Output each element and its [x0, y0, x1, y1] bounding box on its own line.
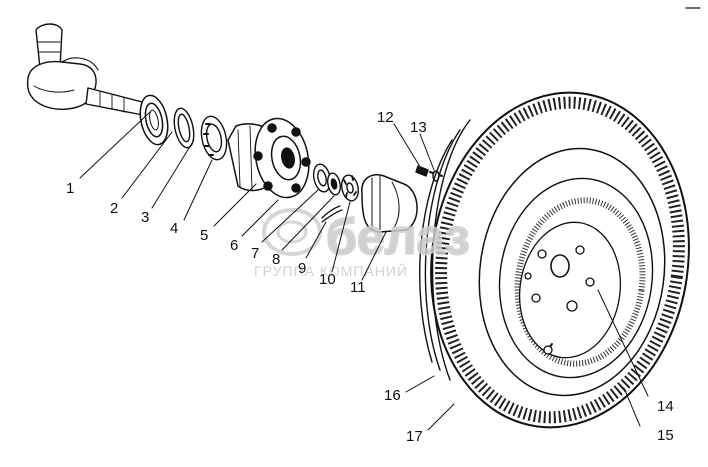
seal-ring [139, 94, 169, 146]
valve-cap [543, 345, 553, 355]
callout-12: 12 [377, 109, 394, 126]
rim-well [514, 197, 646, 367]
callout-15: 15 [657, 427, 674, 444]
callout-13: 13 [410, 119, 427, 136]
callout-16: 16 [384, 387, 401, 404]
wheel-stud-holes [524, 245, 595, 312]
hub-studs [253, 123, 311, 193]
callout-6: 6 [230, 237, 238, 254]
steering-knuckle-spindle [26, 23, 151, 117]
watermark-brand: белаз [326, 209, 470, 265]
cotter-pin [321, 205, 343, 223]
callout-9: 9 [298, 260, 306, 277]
callout-10: 10 [319, 271, 336, 288]
spacer-ring [173, 107, 195, 149]
callout-17: 17 [406, 428, 423, 445]
callout-4: 4 [170, 220, 178, 237]
callout-5: 5 [200, 227, 208, 244]
callouts: 1 2 3 4 5 6 7 8 9 10 11 12 13 14 15 16 1… [66, 109, 674, 445]
wheel-hub [227, 117, 311, 199]
inner-bearing [200, 115, 228, 161]
hub-cap [361, 174, 418, 233]
watermark-emblem-inner [276, 220, 308, 244]
tire-sidewall-ribs [418, 119, 471, 381]
callout-11: 11 [350, 279, 366, 296]
tire-tread [435, 96, 685, 424]
washer [327, 172, 341, 196]
callout-8: 8 [272, 251, 280, 268]
wheel-center-hole [550, 254, 570, 278]
castle-nut [341, 174, 359, 202]
callout-2: 2 [110, 200, 118, 217]
callout-7: 7 [251, 245, 259, 262]
leader-lines [79, 111, 649, 431]
watermark-logo: белаз ГРУППА КОМПАНИЙ [254, 208, 471, 279]
callout-1: 1 [66, 180, 74, 197]
callout-3: 3 [141, 209, 149, 226]
outer-bearing [312, 163, 332, 193]
callout-14: 14 [657, 398, 674, 415]
